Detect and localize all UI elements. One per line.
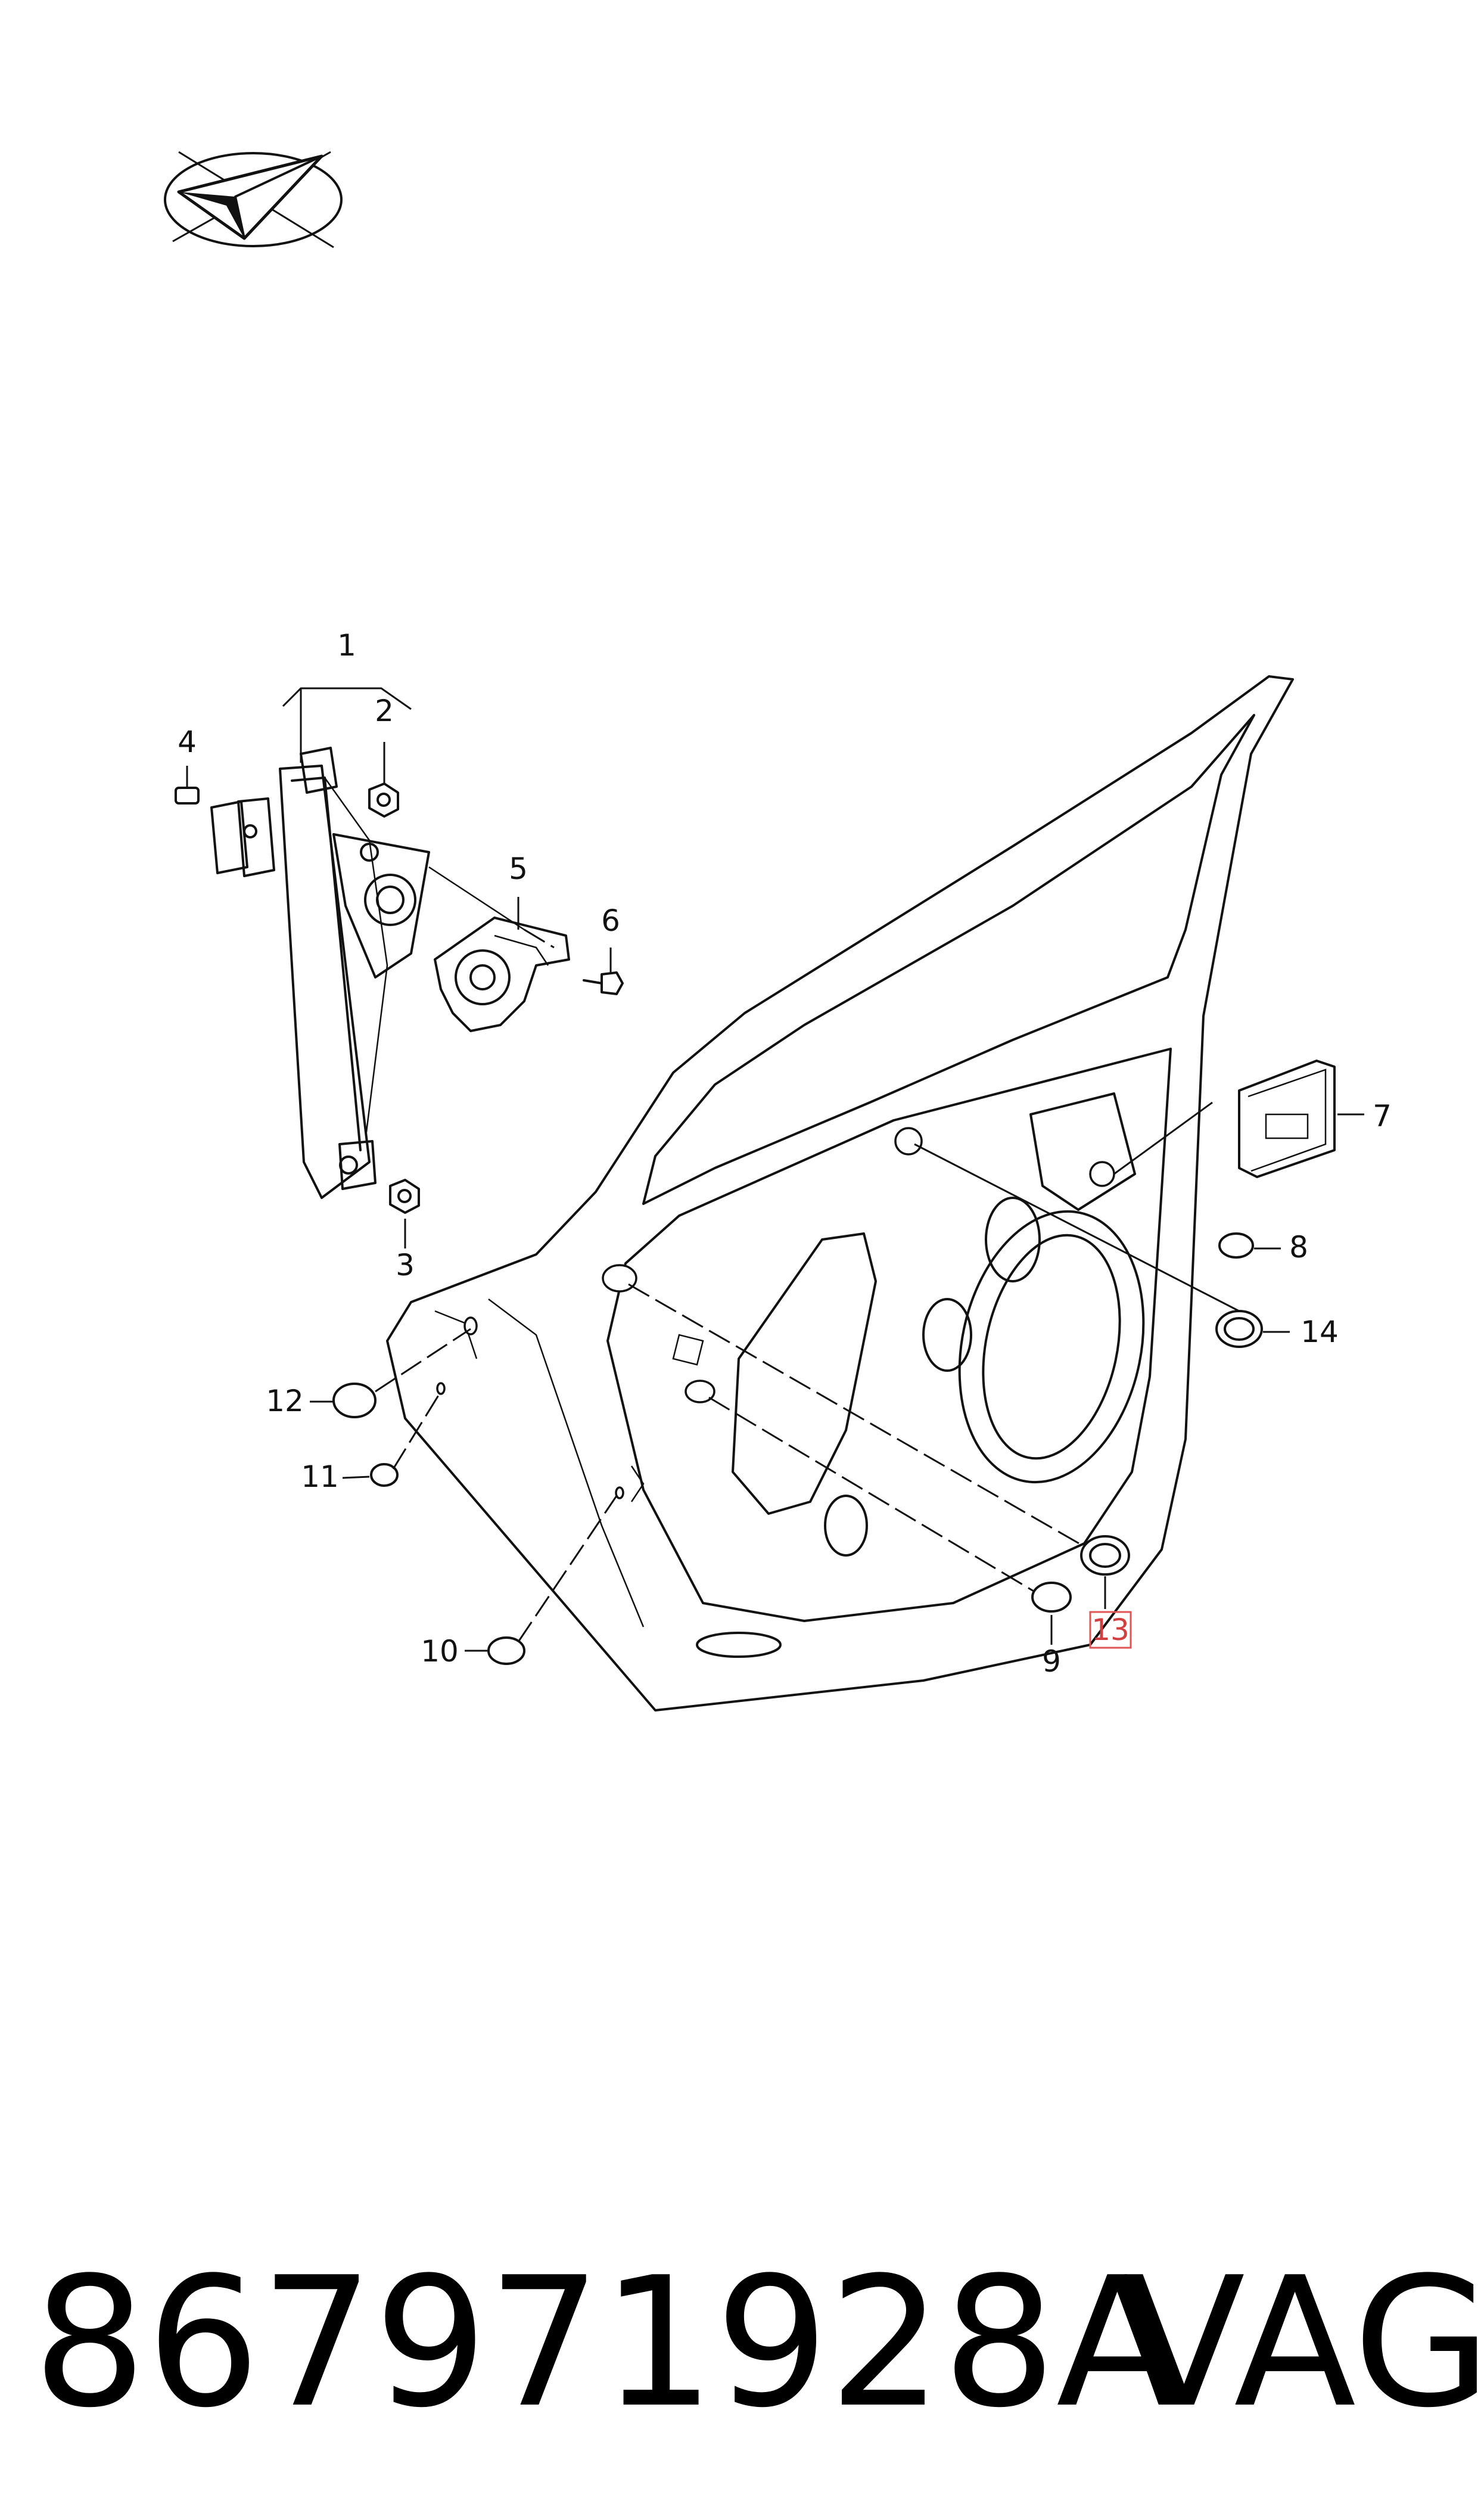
nut-part-3 — [389, 1179, 420, 1214]
window-motor-part-5 — [434, 917, 570, 1032]
callout-7: 7 — [1373, 1099, 1392, 1133]
paper-plane-logo-icon — [164, 151, 343, 249]
callout-10: 10 — [421, 1634, 459, 1669]
grommet-part-14 — [1215, 1310, 1263, 1348]
callout-12: 12 — [266, 1384, 304, 1418]
callout-labels: 1 2 3 4 5 6 7 8 9 10 11 12 13 14 — [178, 628, 1392, 1679]
callout-6: 6 — [601, 903, 620, 938]
nut-part-2 — [368, 782, 399, 818]
door-holes — [436, 1127, 1115, 1499]
callout-3: 3 — [396, 1248, 415, 1282]
brand-text: VAG — [1123, 2239, 1484, 2447]
dashed-alignment-lines — [375, 928, 1085, 1642]
pin-part-4 — [175, 787, 200, 805]
plug-part-10 — [487, 1636, 525, 1665]
leader-lines — [186, 687, 1364, 1652]
plug-part-8 — [1218, 1232, 1254, 1259]
callout-5: 5 — [509, 852, 528, 886]
grommet-part-13 — [1080, 1535, 1130, 1576]
callout-8: 8 — [1289, 1230, 1308, 1265]
plug-part-9 — [1031, 1582, 1072, 1613]
screw-part-6 — [583, 971, 624, 995]
highlight-box — [1089, 1611, 1132, 1649]
door-shell-drawing — [386, 675, 1294, 1712]
part-number-text: 867971928A — [33, 2239, 1179, 2447]
callout-9: 9 — [1042, 1644, 1061, 1679]
callout-13: 13 — [1091, 1613, 1130, 1647]
callout-11: 11 — [301, 1459, 339, 1494]
window-regulator-drawing — [210, 747, 525, 1199]
plug-part-12 — [332, 1383, 377, 1418]
callout-4: 4 — [178, 725, 197, 759]
callout-14: 14 — [1301, 1315, 1339, 1349]
plug-part-11 — [370, 1463, 399, 1487]
control-unit-part-7 — [1238, 1060, 1336, 1178]
callout-2: 2 — [375, 694, 394, 728]
callout-1: 1 — [337, 628, 356, 663]
